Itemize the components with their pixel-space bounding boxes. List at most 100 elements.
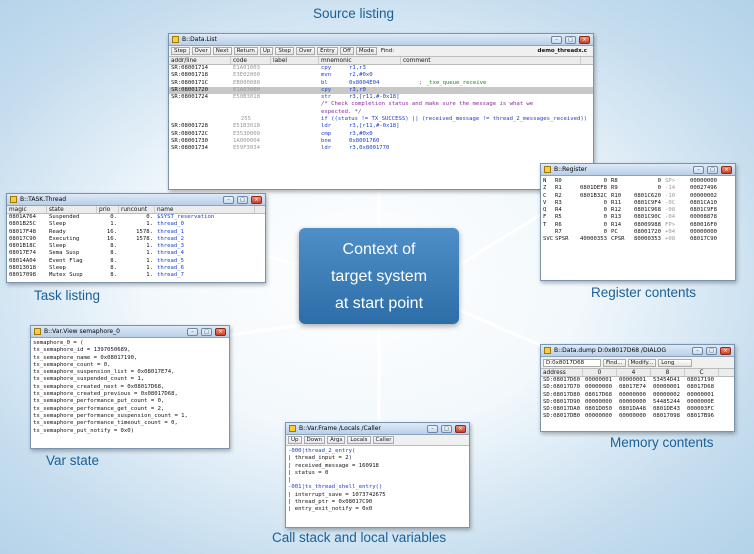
- var-line[interactable]: tx_semaphore_performance_timeout_count =…: [33, 420, 178, 427]
- memory-cell: 08017E74: [619, 384, 646, 391]
- up-button[interactable]: Up: [259, 47, 274, 55]
- var-line[interactable]: tx_semaphore_created_previous = 0x08017D…: [33, 391, 178, 398]
- minimize-icon[interactable]: –: [693, 165, 704, 174]
- format-select[interactable]: Long: [658, 358, 693, 367]
- maximize-icon[interactable]: □: [237, 195, 248, 204]
- row-code: EB000088: [233, 79, 260, 86]
- register-cell: -0C: [665, 199, 676, 206]
- hll-over-button[interactable]: Over: [295, 47, 316, 55]
- call-stack-line[interactable]: | thread_ptr = 0x08017C90: [288, 499, 373, 506]
- var-line[interactable]: tx_semaphore_name = 0x08017190,: [33, 354, 138, 361]
- entry-button[interactable]: Entry: [317, 47, 338, 55]
- call-stack-line[interactable]: |: [288, 477, 292, 484]
- window-titlebar[interactable]: B::Data.List – □ ×: [169, 34, 593, 46]
- call-stack-line[interactable]: | status = 0: [288, 469, 329, 476]
- task-cell: 1.: [146, 257, 153, 264]
- maximize-icon[interactable]: □: [565, 35, 576, 44]
- register-cell: +08: [665, 236, 676, 243]
- minimize-icon[interactable]: –: [187, 327, 198, 336]
- address-input[interactable]: D:0x8017D68: [543, 358, 601, 367]
- step-button[interactable]: Step: [171, 47, 190, 55]
- var-line[interactable]: tx_semaphore_suspended_count = 1,: [33, 376, 145, 383]
- maximize-icon[interactable]: □: [201, 327, 212, 336]
- close-icon[interactable]: ×: [579, 35, 590, 44]
- mode-button[interactable]: Mode: [355, 47, 377, 55]
- window-title: B::Data.dump D:0x8017D68 /DIALOG: [554, 347, 667, 354]
- call-stack-line[interactable]: -000|thread_2_entry(: [288, 448, 356, 454]
- caller-checkbox[interactable]: Caller: [372, 436, 395, 444]
- close-icon[interactable]: ×: [215, 327, 226, 336]
- minimize-icon[interactable]: –: [427, 424, 438, 433]
- task-cell: 0801A764: [9, 214, 36, 220]
- var-line[interactable]: tx_semaphore_id = 1397050689,: [33, 347, 131, 354]
- over-button[interactable]: Over: [191, 47, 211, 55]
- minimize-icon[interactable]: –: [223, 195, 234, 204]
- var-line[interactable]: tx_semaphore_put_notify = 0x0): [33, 427, 135, 434]
- window-titlebar[interactable]: B::Register – □ ×: [541, 164, 735, 176]
- var-line[interactable]: tx_semaphore_count = 0,: [33, 361, 111, 368]
- return-button[interactable]: Return: [233, 47, 258, 55]
- close-icon[interactable]: ×: [720, 346, 731, 355]
- args-checkbox[interactable]: Args: [327, 436, 346, 444]
- hll-step-button[interactable]: Step: [275, 47, 294, 55]
- window-titlebar[interactable]: B::Var.Frame /Locals /Caller – □ ×: [286, 423, 469, 435]
- window-titlebar[interactable]: B::Data.dump D:0x8017D68 /DIALOG – □ ×: [541, 345, 734, 357]
- row-addr: SR:08001720: [171, 86, 209, 93]
- maximize-icon[interactable]: □: [707, 165, 718, 174]
- register-cell: 0801C9F4: [634, 199, 661, 206]
- minimize-icon[interactable]: –: [551, 35, 562, 44]
- var-line[interactable]: semaphore_0 = (: [33, 340, 84, 346]
- var-line[interactable]: tx_semaphore_suspension_list = 0x08017E7…: [33, 369, 175, 376]
- window-titlebar[interactable]: B::TASK.Thread – □ ×: [7, 194, 265, 206]
- register-cell: 0: [603, 229, 607, 236]
- row-mnemonic: str: [321, 94, 332, 101]
- close-icon[interactable]: ×: [455, 424, 466, 433]
- var-line[interactable]: tx_semaphore_created_next = 0x08017D68,: [33, 383, 165, 390]
- call-stack-line[interactable]: | thread_input = 2): [288, 455, 352, 462]
- row-label: [271, 65, 319, 72]
- task-cell: Event Flag: [49, 257, 83, 264]
- var-line[interactable]: tx_semaphore_performance_suspension_coun…: [33, 412, 188, 419]
- up-button[interactable]: Up: [288, 436, 302, 444]
- var-line[interactable]: tx_semaphore_performance_put_count = 0,: [33, 398, 165, 405]
- close-icon[interactable]: ×: [721, 165, 732, 174]
- down-button[interactable]: Down: [303, 436, 326, 444]
- maximize-icon[interactable]: □: [706, 346, 717, 355]
- call-stack-line[interactable]: | entry_exit_notify = 0x0: [288, 506, 373, 513]
- memory-toolbar: D:0x8017D68 Find... Modify... Long: [541, 357, 734, 369]
- off-button[interactable]: Off: [339, 47, 354, 55]
- window-titlebar[interactable]: B::Var.View semaphore_0 – □ ×: [31, 326, 229, 338]
- modify-button[interactable]: Modify...: [627, 358, 657, 367]
- call-stack-line[interactable]: | interrupt_save = 1073742675: [288, 491, 386, 498]
- call-stack-line[interactable]: -001|tx_thread_shell_entry(): [288, 484, 383, 491]
- call-stack-line[interactable]: | received_message = 160918: [288, 462, 379, 469]
- maximize-icon[interactable]: □: [441, 424, 452, 433]
- next-button[interactable]: Next: [212, 47, 232, 55]
- minimize-icon[interactable]: –: [692, 346, 703, 355]
- locals-checkbox[interactable]: Locals: [347, 436, 371, 444]
- close-icon[interactable]: ×: [251, 195, 262, 204]
- find-input[interactable]: demo_threadx.c: [537, 48, 587, 54]
- var-line[interactable]: tx_semaphore_performance_get_count = 2,: [33, 405, 165, 412]
- find-button[interactable]: Find...: [603, 358, 626, 367]
